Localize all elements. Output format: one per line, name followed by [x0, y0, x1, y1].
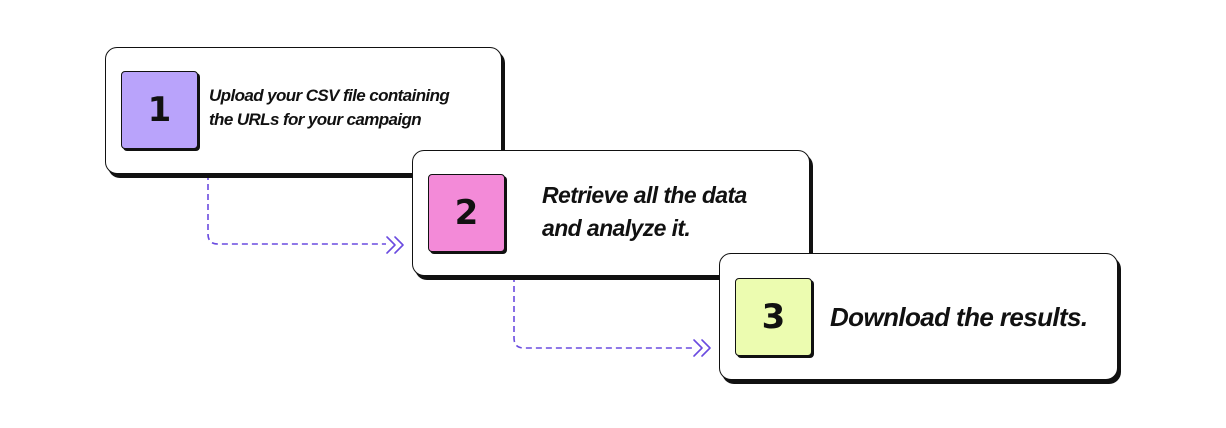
step-text-line-1: Upload your CSV file containing	[209, 86, 450, 105]
step-card-1: 1 Upload your CSV file containing the UR…	[105, 47, 502, 174]
dashed-connector-line	[207, 174, 386, 245]
step-number-badge: 2	[428, 174, 505, 252]
step-description: Upload your CSV file containing the URLs…	[209, 84, 494, 132]
connector-2-to-3	[513, 276, 711, 357]
double-chevron-right-icon	[693, 339, 711, 357]
step-card-3: 3 Download the results.	[719, 253, 1118, 380]
step-number-badge: 1	[121, 71, 198, 149]
double-chevron-right-icon	[386, 236, 404, 254]
step-text-line-2: and analyze it.	[542, 215, 691, 241]
dashed-connector-line	[513, 276, 694, 349]
step-number-badge: 3	[735, 278, 812, 356]
step-description: Download the results.	[830, 301, 1115, 333]
connector-1-to-2	[207, 174, 404, 254]
step-description: Retrieve all the data and analyze it.	[542, 179, 802, 245]
step-text-line-1: Download the results.	[830, 302, 1088, 332]
step-text-line-2: the URLs for your campaign	[209, 110, 422, 129]
step-text-line-1: Retrieve all the data	[542, 182, 747, 208]
